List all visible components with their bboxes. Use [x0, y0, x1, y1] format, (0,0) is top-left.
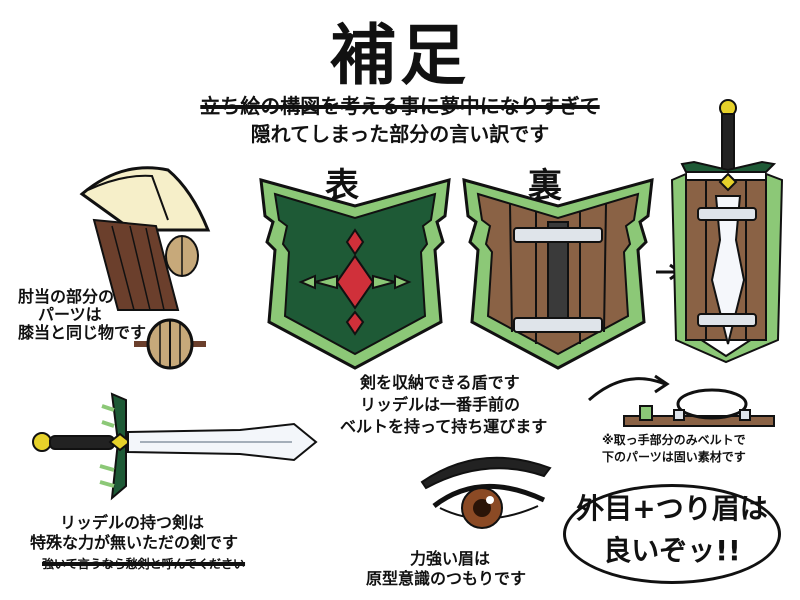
- elbow-guard-illustration: [79, 166, 211, 311]
- sword-caption-line-2: 特殊な力が無いただの剣です: [30, 533, 239, 552]
- shield-back-illustration: [462, 177, 654, 370]
- elbow-caption-line-1: 肘当の部分の: [18, 287, 115, 306]
- curved-arrow-icon: [588, 374, 670, 402]
- sword-struck-note: 強いて言うなら愁剣と呼んでください: [42, 557, 246, 571]
- subtitle-line-1: 立ち絵の構図を考える事に夢中になりすぎて: [200, 94, 600, 118]
- elbow-caption-line-2: パーツは: [38, 305, 102, 324]
- eye-caption-line-2: 原型意識のつもりです: [366, 569, 527, 588]
- grip-note-line-1: ※取っ手部分のみベルトで: [602, 433, 746, 447]
- grip-belt-illustration: [623, 388, 775, 427]
- shield-front-illustration: [259, 177, 451, 370]
- shield-caption-line-3: ベルトを持って持ち運びます: [340, 417, 548, 436]
- knee-cap-illustration: [134, 318, 206, 370]
- elbow-caption-line-3: 膝当と同じ物です: [18, 323, 147, 342]
- shield-caption-line-1: 剣を収納できる盾です: [360, 373, 520, 392]
- grip-note-line-2: 下のパーツは固い素材です: [602, 450, 746, 464]
- eye-illustration: [420, 456, 552, 529]
- subtitle-line-2: 隠れてしまった部分の言い訳です: [250, 122, 550, 146]
- speech-bubble-line-2: 良いぞッ!!: [603, 534, 741, 567]
- sword-caption-line-1: リッデルの持つ剣は: [60, 513, 205, 532]
- shield-with-sword-illustration: [670, 99, 784, 364]
- shield-caption-line-2: リッデルは一番手前の: [360, 395, 521, 414]
- sword-illustration: [32, 392, 318, 501]
- page-title: 補足: [330, 17, 470, 94]
- speech-bubble-line-1: 外目+つり眉は: [576, 492, 768, 525]
- speech-bubble: [563, 484, 781, 584]
- eye-caption-line-1: 力強い眉は: [410, 549, 491, 568]
